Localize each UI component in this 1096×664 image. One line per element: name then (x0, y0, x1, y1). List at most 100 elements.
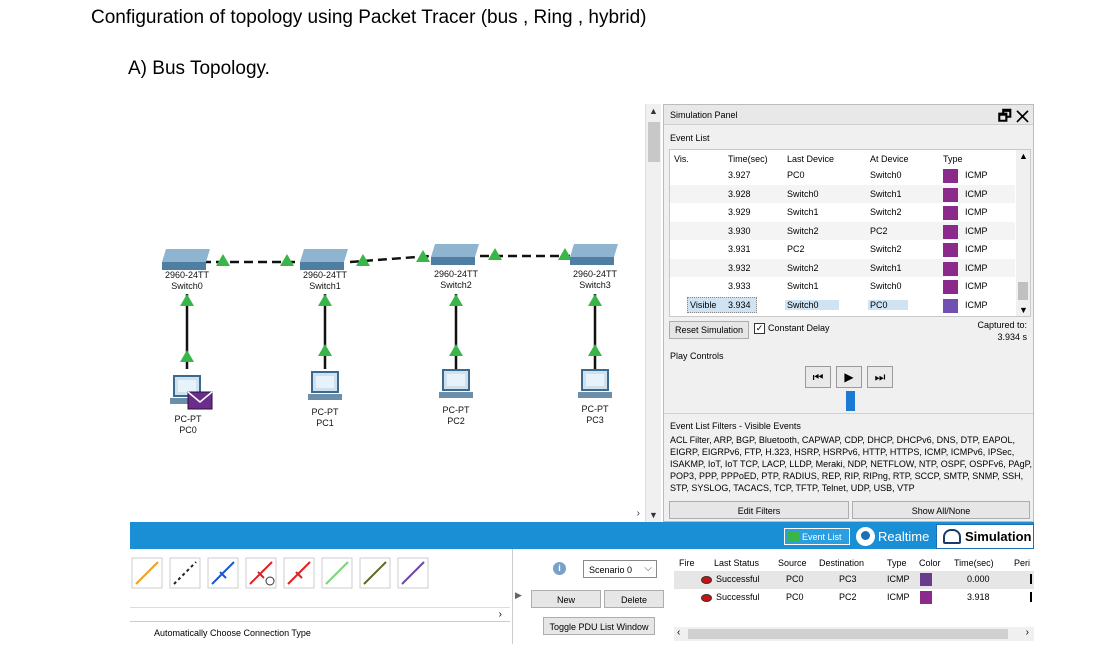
event-last-device: Switch2 (787, 262, 819, 273)
pc-name: PC0 (179, 425, 197, 435)
fire-icon[interactable] (701, 576, 712, 584)
event-time: 3.933 (728, 281, 751, 291)
scroll-up-icon[interactable]: ▲ (649, 106, 658, 116)
pc-type: PC-PT (311, 407, 339, 417)
pc-icon (170, 375, 204, 404)
captured-label: Captured to: (977, 320, 1027, 330)
play-speed-slider-thumb[interactable] (846, 391, 855, 411)
column-header[interactable]: Time(sec) (954, 558, 994, 568)
scroll-thumb[interactable] (1018, 282, 1028, 300)
delete-scenario-button[interactable]: Delete (604, 590, 664, 608)
scenario-value: Scenario 0 (589, 565, 633, 575)
scenario-select[interactable]: Scenario 0 ⌵ (583, 560, 657, 578)
event-type: ICMP (965, 207, 988, 217)
capture-forward-button[interactable]: ⏭ (867, 366, 893, 388)
column-header[interactable]: Last Status (714, 558, 760, 568)
simulation-mode-tab[interactable]: Simulation (936, 524, 1034, 549)
periodic-marker (1030, 574, 1032, 584)
toggle-pdu-list-button[interactable]: Toggle PDU List Window (543, 617, 655, 635)
link-markers (216, 248, 572, 266)
close-icon[interactable]: ✕ (1016, 108, 1029, 125)
constant-delay-checkbox[interactable]: ✓Constant Delay (754, 323, 830, 335)
palette-scrollbar[interactable]: › (130, 607, 510, 621)
column-header[interactable]: At Device (870, 154, 909, 164)
link-up-icon (216, 254, 230, 266)
info-icon[interactable]: i (553, 562, 566, 575)
column-header[interactable]: Destination (819, 558, 865, 568)
skip-forward-icon: ⏭ (874, 370, 886, 384)
switch-model: 2960-24TT (433, 269, 479, 279)
play-button[interactable]: ▶ (836, 366, 862, 388)
event-time: 3.928 (728, 188, 751, 199)
edit-filters-button[interactable]: Edit Filters (669, 501, 849, 519)
column-header[interactable]: Source (778, 558, 807, 568)
event-type: ICMP (965, 299, 988, 310)
scroll-right-icon[interactable]: › (1025, 627, 1029, 638)
column-header[interactable]: Fire (679, 558, 695, 568)
selection-highlight (687, 296, 757, 313)
event-list-table: Vis. Time(sec) Last Device At Device Typ… (669, 149, 1031, 317)
back-button[interactable]: ⏮ (805, 366, 831, 388)
pc-icon (439, 369, 473, 398)
event-type: ICMP (965, 225, 988, 236)
scroll-right-icon[interactable]: › (498, 609, 502, 620)
scroll-left-icon[interactable]: ‹ (677, 627, 681, 638)
new-scenario-button[interactable]: New (531, 590, 601, 608)
switch-icon (570, 244, 618, 265)
scroll-down-icon[interactable]: ▼ (649, 510, 658, 520)
event-list-scrollbar[interactable]: ▲ ▼ (1016, 150, 1030, 316)
switch0-label: 2960-24TT Switch0 (152, 270, 222, 292)
event-time: 3.930 (728, 225, 751, 236)
column-header[interactable]: Color (919, 558, 941, 568)
clock-icon (856, 527, 875, 546)
pdu-color-swatch (920, 573, 932, 586)
column-header[interactable]: Vis. (674, 154, 689, 164)
column-header[interactable]: Type (943, 154, 963, 164)
column-header[interactable]: Peri (1014, 558, 1031, 568)
pdu-list-scrollbar[interactable]: ‹ › (674, 627, 1034, 641)
divider (664, 413, 1033, 414)
event-vis: Visible (690, 299, 717, 310)
realtime-mode-tab[interactable]: Realtime (852, 526, 934, 547)
pc2-label: PC-PT PC2 (431, 405, 481, 427)
column-header[interactable]: Time(sec) (728, 154, 768, 164)
play-icon: ▶ (844, 370, 854, 384)
scroll-down-icon[interactable]: ▼ (1019, 305, 1028, 315)
checkbox-icon[interactable]: ✓ (754, 323, 765, 335)
scroll-thumb[interactable] (688, 629, 1008, 639)
event-time: 3.931 (728, 244, 751, 254)
switch-icon (162, 249, 210, 270)
scroll-right-icon[interactable]: › (636, 508, 640, 519)
scroll-up-icon[interactable]: ▲ (1019, 151, 1028, 161)
event-last-device: Switch0 (787, 188, 819, 199)
event-list-toggle[interactable]: Event List (784, 528, 850, 545)
fire-icon[interactable] (701, 594, 712, 602)
column-header[interactable]: Type (887, 558, 907, 568)
play-controls-label: Play Controls (670, 351, 724, 361)
link-up-icon (588, 294, 602, 306)
topology-canvas[interactable] (130, 104, 645, 508)
scroll-thumb[interactable] (648, 122, 660, 162)
show-all-none-button[interactable]: Show All/None (852, 501, 1030, 519)
simulation-panel-title: Simulation Panel (670, 110, 738, 120)
serial-dce-icon (245, 557, 277, 589)
event-last-device: Switch1 (787, 281, 819, 291)
workspace-horizontal-scrollbar[interactable]: › (130, 508, 645, 522)
logical-workspace[interactable] (130, 104, 660, 522)
column-header[interactable]: Last Device (787, 154, 835, 164)
event-filters-list: ACL Filter, ARP, BGP, Bluetooth, CAPWAP,… (670, 435, 1032, 493)
workspace-vertical-scrollbar[interactable]: ▲ ▼ (645, 104, 661, 522)
restore-icon[interactable]: 🗗 (997, 108, 1012, 125)
event-at-device: Switch0 (870, 281, 902, 291)
reset-simulation-button[interactable]: Reset Simulation (669, 321, 749, 339)
